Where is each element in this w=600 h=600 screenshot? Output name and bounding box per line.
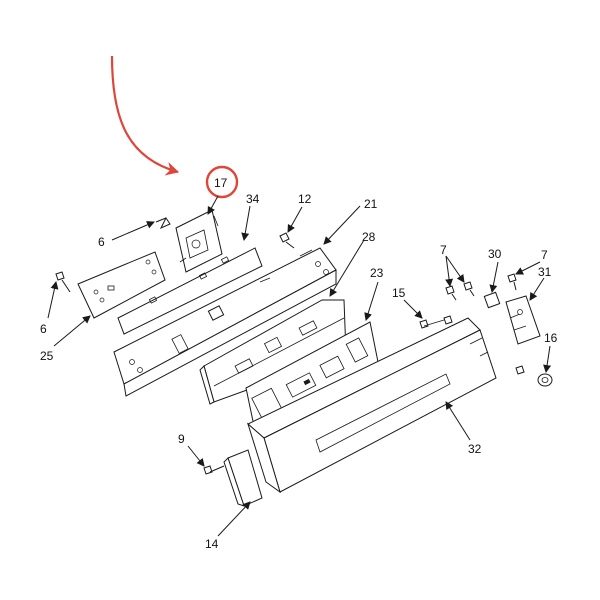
leader-lines <box>47 195 552 537</box>
screws <box>55 217 525 475</box>
callout-31[interactable]: 31 <box>538 265 552 279</box>
callout-12[interactable]: 12 <box>298 192 312 206</box>
callout-32[interactable]: 32 <box>468 442 482 456</box>
highlight-arrow <box>110 55 179 176</box>
callout-28[interactable]: 28 <box>362 230 376 244</box>
part-17-board <box>175 209 223 273</box>
part-34-bracket <box>117 247 263 335</box>
callout-15[interactable]: 15 <box>392 286 406 300</box>
highlight-circle <box>205 165 239 199</box>
part-21-frame <box>113 247 337 397</box>
callout-21[interactable]: 21 <box>364 197 378 211</box>
part-32-panel <box>246 317 497 494</box>
callout-23[interactable]: 23 <box>370 266 384 280</box>
callout-17[interactable]: 17 <box>214 176 228 190</box>
part-16-knob <box>537 373 553 387</box>
callout-16[interactable]: 16 <box>544 331 558 345</box>
callout-7-right[interactable]: 7 <box>541 248 548 262</box>
part-28-housing <box>199 299 347 405</box>
callout-7-left[interactable]: 7 <box>440 243 447 257</box>
part-14-endcap <box>223 449 263 507</box>
callout-6-top[interactable]: 6 <box>98 235 105 249</box>
part-31-bracket <box>505 295 541 345</box>
callout-34[interactable]: 34 <box>246 192 260 206</box>
callout-9[interactable]: 9 <box>178 432 185 446</box>
part-30-switch <box>483 291 501 309</box>
callout-labels: 17 34 12 21 6 28 7 30 7 31 23 15 6 25 16… <box>40 176 558 551</box>
callout-14[interactable]: 14 <box>205 537 219 551</box>
callout-25[interactable]: 25 <box>40 349 54 363</box>
callout-30[interactable]: 30 <box>488 247 502 261</box>
part-25-plate <box>77 251 166 319</box>
callout-6-bottom[interactable]: 6 <box>40 322 47 336</box>
